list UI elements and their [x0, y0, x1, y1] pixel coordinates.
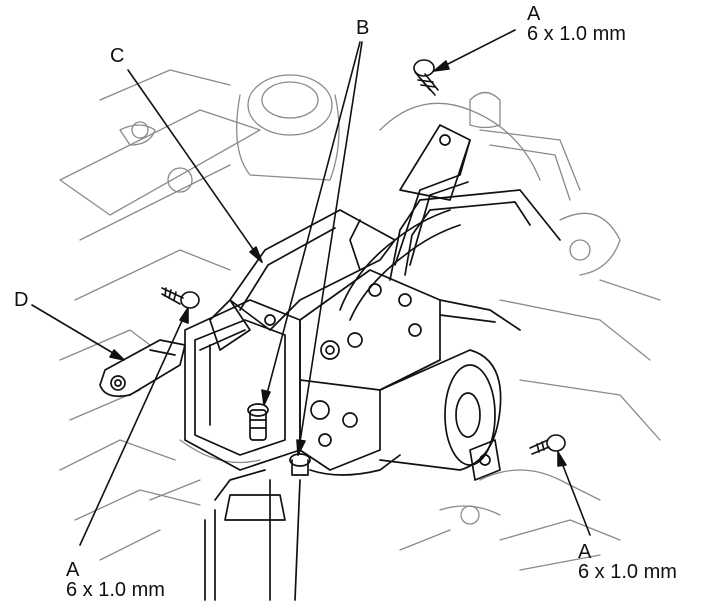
arrow-c	[249, 246, 263, 263]
callout-a-bottom-left: A 6 x 1.0 mm	[66, 560, 165, 600]
arrow-a-right	[557, 451, 567, 467]
callout-letter: A	[578, 541, 592, 563]
leader-a-right	[559, 457, 591, 536]
leader-a-top	[439, 29, 516, 69]
callout-spec: 6 x 1.0 mm	[578, 561, 677, 583]
leader-c	[127, 69, 263, 263]
arrow-a-top	[433, 60, 450, 72]
bolt-a-right-icon	[529, 434, 566, 455]
arrow-b-right	[296, 439, 306, 456]
modulator-assembly	[184, 124, 561, 601]
callout-letter: A	[527, 3, 541, 25]
callout-a-bottom-right: A 6 x 1.0 mm	[578, 542, 677, 582]
arrow-b-left	[261, 389, 271, 406]
leader-lines	[31, 29, 591, 546]
callout-c: C	[110, 46, 124, 66]
callout-b: B	[356, 18, 369, 38]
bolt-a-top-icon	[413, 59, 439, 96]
bracket-d	[99, 339, 186, 398]
callout-letter: D	[14, 289, 29, 311]
callout-letter: A	[66, 559, 80, 581]
leader-b-right	[297, 41, 363, 456]
arrow-d	[109, 349, 125, 361]
callout-a-top: A 6 x 1.0 mm	[527, 4, 626, 44]
callout-letter: B	[356, 17, 370, 39]
background-engine-bay	[59, 69, 661, 571]
callout-spec: 6 x 1.0 mm	[527, 23, 626, 45]
bolt-a-left-icon	[161, 287, 200, 309]
callout-spec: 6 x 1.0 mm	[66, 579, 165, 601]
leader-d	[31, 304, 119, 357]
leader-a-left	[79, 311, 187, 546]
callout-d: D	[14, 290, 28, 310]
leader-b-left	[263, 41, 361, 406]
arrow-a-left	[179, 307, 189, 324]
callout-letter: C	[110, 45, 125, 67]
